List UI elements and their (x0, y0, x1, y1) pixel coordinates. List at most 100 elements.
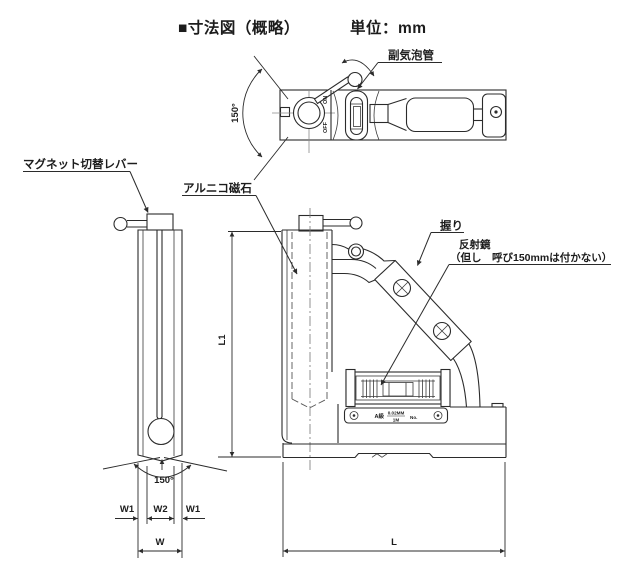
base (282, 402, 507, 459)
swing-arc (242, 68, 263, 158)
callout-magnet-switch-lever: マグネット切替レバー (23, 157, 149, 213)
l-label: L (391, 537, 397, 548)
w2-label: W2 (153, 504, 167, 515)
header: ■寸法図（概略） 単位：mm (178, 18, 427, 37)
vial-taper-bottom (387, 121, 407, 132)
lever-ball (347, 71, 363, 88)
side-knob-block (298, 214, 324, 232)
side-lever-ball (349, 216, 363, 230)
handle-screw-upper (392, 278, 412, 298)
end-cap-screw-dot (494, 110, 498, 114)
base-bottom-with-notch (283, 452, 506, 459)
main-vial-plan (369, 93, 507, 138)
vial-taper-top (387, 97, 407, 106)
base-center-mark (371, 453, 388, 458)
off-label: OFF (323, 121, 329, 133)
plate-outline (343, 407, 449, 424)
magnet-knob-inner (297, 101, 321, 125)
plate-accuracy-denominator: 1M (393, 418, 400, 423)
casting-curve-left (332, 90, 339, 141)
callout-sub-bubble-tube: 副気泡管 (357, 48, 442, 90)
reflector-leader (380, 264, 450, 386)
end-cap (481, 93, 507, 138)
plate-screw-right (433, 411, 443, 420)
screw-cross-2 (435, 324, 449, 338)
strut-left (452, 357, 468, 408)
sub-tube-outer (344, 90, 369, 141)
strut-right (468, 343, 481, 408)
front-body-outline (137, 229, 183, 462)
v-groove-hole (147, 417, 175, 446)
w1-left-label: W1 (120, 504, 135, 515)
swing-line-upper (253, 55, 289, 100)
lever-rotation-arrow (341, 58, 375, 77)
width-dimensions: W1 W2 W1 W (115, 463, 205, 558)
vial-graduations-left (362, 379, 378, 398)
alnico-leader (255, 195, 298, 275)
w-label: W (156, 537, 165, 548)
grip-leader (416, 232, 432, 266)
callout-grip: 握り (416, 219, 464, 266)
magnet-lever-leader (129, 171, 149, 213)
l-dimension: L (282, 462, 506, 557)
vial-cap-left (345, 368, 356, 408)
sub-tube-inner (349, 96, 364, 136)
callout-reflector: 反射鏡 （但し 呼び150mmは付かない） (380, 238, 612, 386)
page-title: ■寸法図（概略） (178, 18, 300, 37)
base-tab (491, 402, 504, 408)
casting-line-2 (363, 248, 396, 262)
handle-screw-lower (432, 321, 452, 341)
groove-arc (133, 463, 192, 478)
pivot-outer (347, 243, 365, 260)
plate-screw-left (349, 411, 359, 420)
vial-cap-right (440, 368, 451, 408)
lever-axle-stub (279, 106, 291, 118)
callout-alnico-magnet: アルニコ磁石 (182, 181, 298, 275)
l1-dimension: L1 (217, 231, 281, 458)
plate-accuracy-numerator: 0.02MM (388, 411, 405, 416)
vial-graduations-right (418, 379, 434, 398)
vial-neck (369, 103, 389, 124)
casting-line-4 (332, 272, 376, 284)
front-knob-block (146, 213, 174, 231)
alnico-label: アルニコ磁石 (183, 181, 252, 195)
sub-tube-vial (353, 106, 361, 127)
casting-line-3 (332, 258, 377, 269)
l1-label: L1 (217, 334, 228, 346)
column-left-outer (281, 230, 293, 444)
sub-bubble-tube (344, 90, 369, 141)
groove-face-left (102, 457, 161, 470)
vial-housing (345, 371, 451, 405)
swing-line-lower (253, 136, 289, 181)
vial-body (405, 97, 475, 133)
screw-cross-2 (395, 281, 409, 295)
end-cap-screw (489, 105, 503, 119)
front-view: 150° W1 W2 W1 W (102, 213, 228, 558)
top-angle-label: 150° (230, 103, 241, 123)
front-lever-ball (113, 216, 128, 232)
plate-screw-right-dot (436, 414, 440, 417)
groove-face-right (163, 457, 228, 472)
reflector-note-label: （但し 呼び150mmは付かない） (450, 251, 612, 264)
plate-grade: A級 (375, 412, 385, 420)
name-plate: A級 0.02MM 1M No. (343, 407, 449, 424)
plate-serial: No. (410, 415, 417, 420)
casting-line-1 (331, 243, 349, 250)
groove-angle-label: 150° (154, 475, 174, 486)
vial-window (355, 375, 441, 401)
unit-label: 単位：mm (350, 18, 427, 37)
bubble-window (382, 382, 414, 397)
w1-right-label: W1 (186, 504, 201, 515)
on-label: ON (323, 96, 329, 104)
magnet-hidden-bottom (291, 398, 328, 409)
grip-label: 握り (440, 219, 463, 233)
pivot-inner (350, 246, 362, 257)
magnet-lever-label: マグネット切替レバー (23, 157, 138, 171)
reflector-label: 反射鏡 (459, 238, 491, 251)
plate-screw-left-dot (352, 414, 356, 417)
main-vial-side (345, 368, 451, 408)
top-view: 150° ON OFF (230, 55, 507, 181)
sub-bubble-leader (357, 62, 379, 90)
